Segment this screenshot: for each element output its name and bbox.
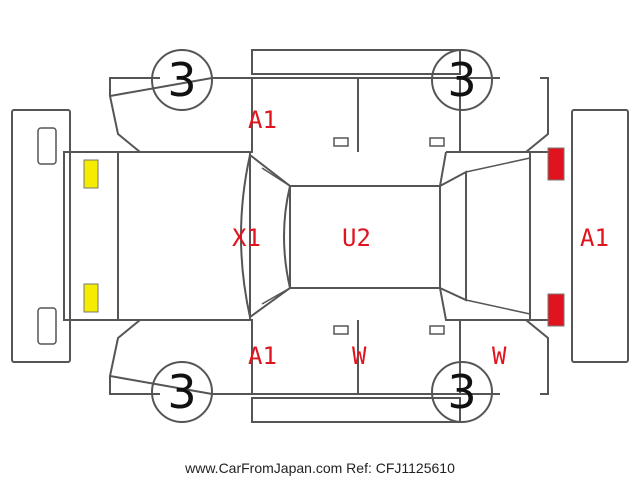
mark-bottom-rear-door: W <box>352 342 367 370</box>
mark-roof: U2 <box>342 224 371 252</box>
bottom-side-view <box>108 319 549 423</box>
mark-front-left-fender: A1 <box>248 106 277 134</box>
condition-marks: A1 X1 U2 A1 A1 W W <box>232 106 609 370</box>
rear-bumper <box>571 109 629 363</box>
top-side-view <box>108 49 549 153</box>
rear-lamp-bottom <box>547 293 565 327</box>
lamps <box>83 147 565 327</box>
car-body-top-view <box>63 151 548 321</box>
tire-rating-rear-bottom: 3 <box>447 365 476 419</box>
front-lamp-top <box>83 159 99 189</box>
mark-front-left-door-area: X1 <box>232 224 261 252</box>
tire-rating-front-top: 3 <box>167 53 196 107</box>
rear-lamp-top <box>547 147 565 181</box>
tire-rating-front-bottom: 3 <box>167 365 196 419</box>
mark-bottom-rear-quarter: W <box>492 342 507 370</box>
front-lamp-bottom <box>83 283 99 313</box>
mark-bottom-left-rocker: A1 <box>248 342 277 370</box>
tire-ratings: 3 3 3 3 <box>151 49 493 423</box>
tire-rating-rear-top: 3 <box>447 53 476 107</box>
mark-rear-bumper: A1 <box>580 224 609 252</box>
front-bumper <box>11 109 71 363</box>
footer-reference: www.CarFromJapan.com Ref: CFJ1125610 <box>184 460 455 476</box>
